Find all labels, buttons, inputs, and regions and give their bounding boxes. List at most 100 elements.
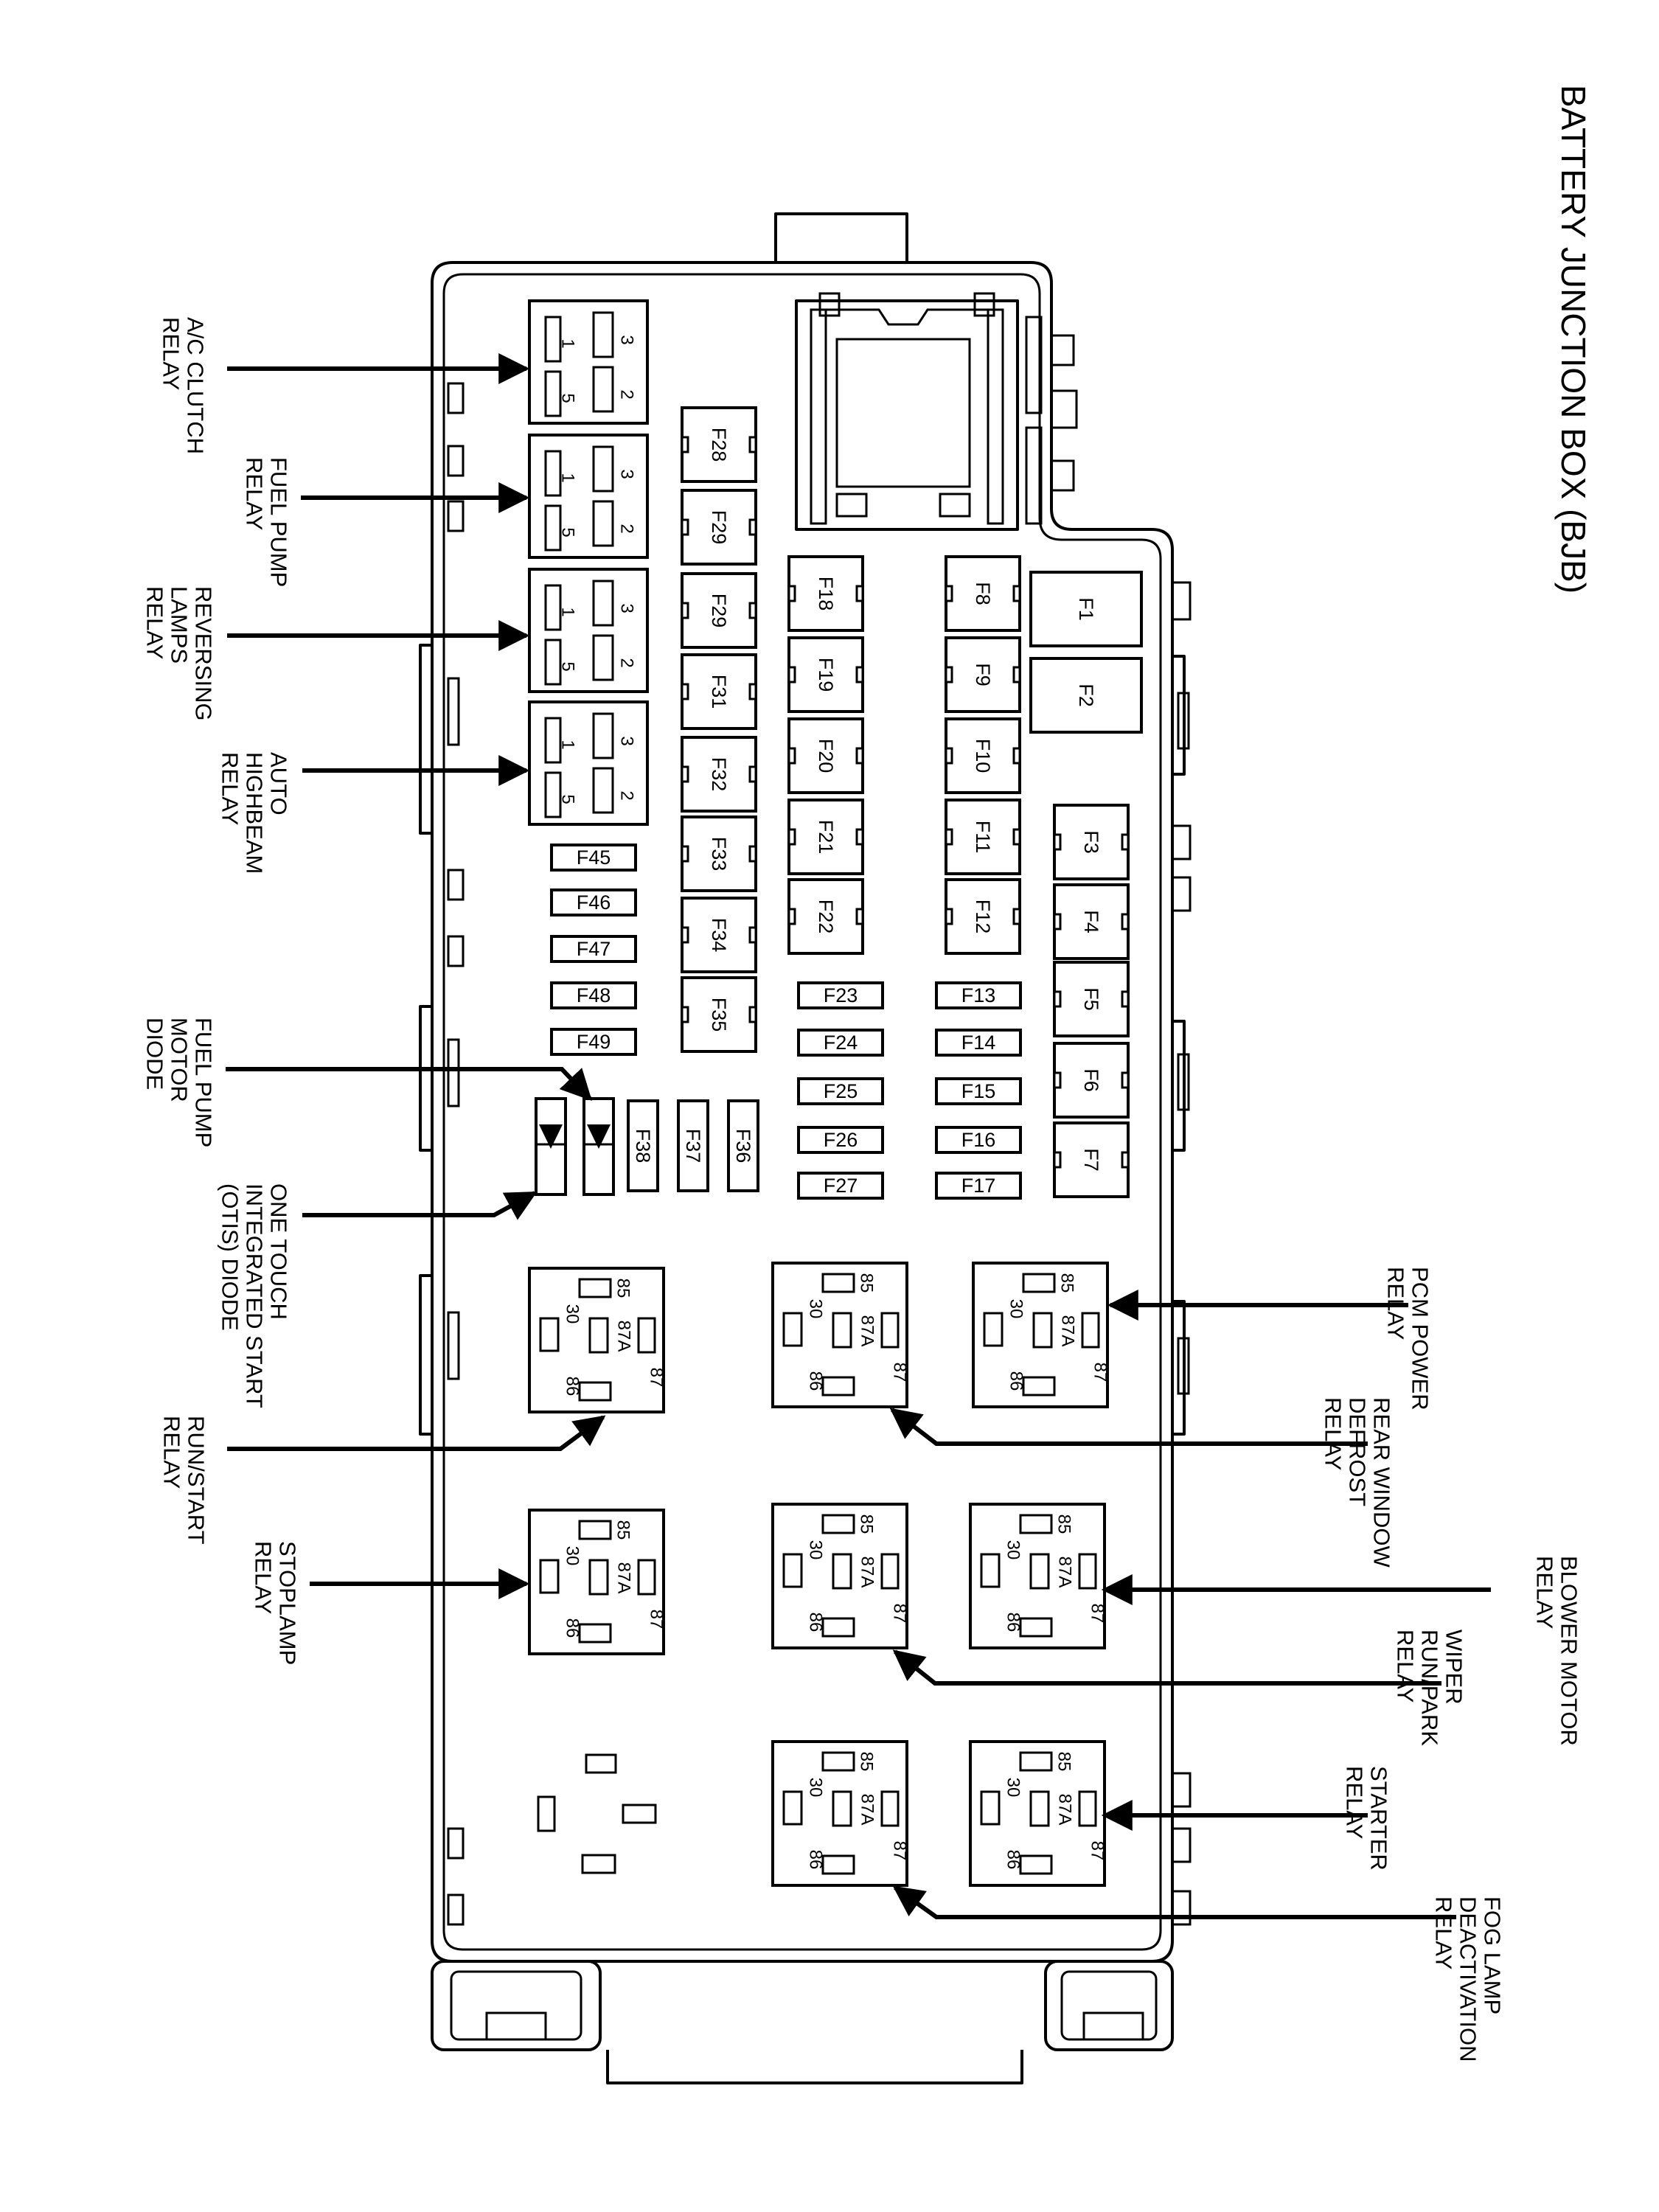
fuse-f27[interactable]: F27 (797, 1172, 884, 1200)
relay-pin-label: 1 (558, 338, 578, 348)
fuse-f2[interactable]: F2 (1029, 657, 1143, 734)
fuse-f6[interactable]: F6 (1053, 1042, 1130, 1119)
fuse-f46[interactable]: F46 (550, 888, 637, 917)
fuse-f36[interactable]: F36 (727, 1099, 759, 1192)
relay-pin-label: 87A (858, 1315, 877, 1347)
fuse-f48[interactable]: F48 (550, 981, 637, 1009)
fuse-f22[interactable]: F22 (787, 878, 864, 955)
fuse-f49[interactable]: F49 (550, 1028, 637, 1056)
fuse-label: F11 (972, 821, 994, 854)
fuse-f23[interactable]: F23 (797, 981, 884, 1009)
fuse-f1[interactable]: F1 (1029, 571, 1143, 647)
fuse-f38[interactable]: F38 (627, 1099, 659, 1192)
relay-pin (821, 1617, 855, 1638)
fuse-f29[interactable]: F29 (681, 489, 757, 566)
fuse-f19[interactable]: F19 (787, 636, 864, 713)
fuse-f8[interactable]: F8 (945, 555, 1021, 632)
callout-line: FUEL PUMP (191, 1018, 217, 1147)
relay-pin (637, 1559, 656, 1596)
callout-line: A/C CLUTCH (183, 317, 209, 454)
fuse-label: F23 (824, 984, 858, 1006)
fuse-f7[interactable]: F7 (1053, 1121, 1130, 1198)
fuse-f33[interactable]: F33 (681, 815, 757, 892)
diode-group (535, 1097, 615, 1196)
fuse-f4[interactable]: F4 (1053, 883, 1130, 960)
empty-relay-socket (537, 1753, 657, 1874)
fuse-f45[interactable]: F45 (550, 844, 637, 872)
fuse-label: F5 (1080, 987, 1102, 1011)
fuse-f3[interactable]: F3 (1053, 804, 1130, 880)
callout-line: INTEGRATED START (242, 1183, 268, 1408)
fuse-f17[interactable]: F17 (935, 1172, 1022, 1200)
fuse-f18[interactable]: F18 (787, 555, 864, 632)
fuse-f32[interactable]: F32 (681, 736, 757, 813)
relay-pin-label: 87A (614, 1562, 634, 1594)
callout-line: RELAY (159, 1416, 185, 1489)
fuse-f16[interactable]: F16 (935, 1126, 1022, 1154)
fuel-pump-motor-diode[interactable] (582, 1097, 615, 1196)
relay-pin (539, 1559, 560, 1594)
fuse-f47[interactable]: F47 (550, 935, 637, 963)
fuse-f37[interactable]: F37 (677, 1099, 709, 1192)
callout-line: REAR WINDOW (1369, 1397, 1395, 1568)
relay-pin (544, 717, 562, 764)
fuse-f35[interactable]: F35 (681, 976, 757, 1053)
iso-relay-group: 853087A8786853087A8786853087A8786853087A… (528, 1262, 1110, 1887)
relay-pin (592, 634, 614, 681)
fuse-f20[interactable]: F20 (787, 717, 864, 794)
relay-pin (832, 1790, 852, 1827)
relay-pin (821, 1854, 855, 1875)
fuse-f29[interactable]: F29 (681, 572, 757, 649)
relay-pin-label: 87 (647, 1610, 667, 1630)
relay-pin-label: 86 (806, 1371, 826, 1391)
fuse-f12[interactable]: F12 (945, 878, 1021, 955)
fuse-f14[interactable]: F14 (935, 1029, 1022, 1057)
relay-pin-label: 86 (563, 1618, 582, 1638)
fuse-label: F29 (708, 594, 730, 628)
fuse-f26[interactable]: F26 (797, 1126, 884, 1154)
housing (419, 212, 1192, 2084)
otis-diode[interactable] (535, 1097, 567, 1196)
top-connector-block (795, 292, 1019, 531)
fuse-label: F22 (815, 900, 837, 934)
relay-pin-label: 1 (558, 473, 578, 482)
relay-pin-label: 85 (857, 1514, 877, 1534)
fuse-f5[interactable]: F5 (1053, 961, 1130, 1037)
callout-line: FOG LAMP (1480, 1896, 1506, 2014)
fuse-f21[interactable]: F21 (787, 799, 864, 875)
fuse-f13[interactable]: F13 (935, 981, 1022, 1009)
fuse-f25[interactable]: F25 (797, 1077, 884, 1105)
fuse-label: F28 (708, 428, 730, 462)
fuse-f24[interactable]: F24 (797, 1029, 884, 1057)
fuse-f11[interactable]: F11 (945, 799, 1021, 875)
fuse-label: F33 (708, 837, 730, 872)
relay-pin-label: 30 (806, 1299, 826, 1319)
fuse-f31[interactable]: F31 (681, 653, 757, 730)
fuse-f34[interactable]: F34 (681, 897, 757, 973)
relay-pin-label: 30 (563, 1546, 582, 1566)
relay-pin-label: 2 (617, 389, 637, 399)
relay-pin (592, 580, 614, 627)
relay-pin (544, 504, 562, 552)
fuse-f28[interactable]: F28 (681, 406, 757, 483)
fuse-f10[interactable]: F10 (945, 717, 1021, 794)
callout-line: RELAY (242, 457, 268, 530)
fuse-f9[interactable]: F9 (945, 636, 1021, 713)
fuse-f15[interactable]: F15 (935, 1077, 1022, 1105)
